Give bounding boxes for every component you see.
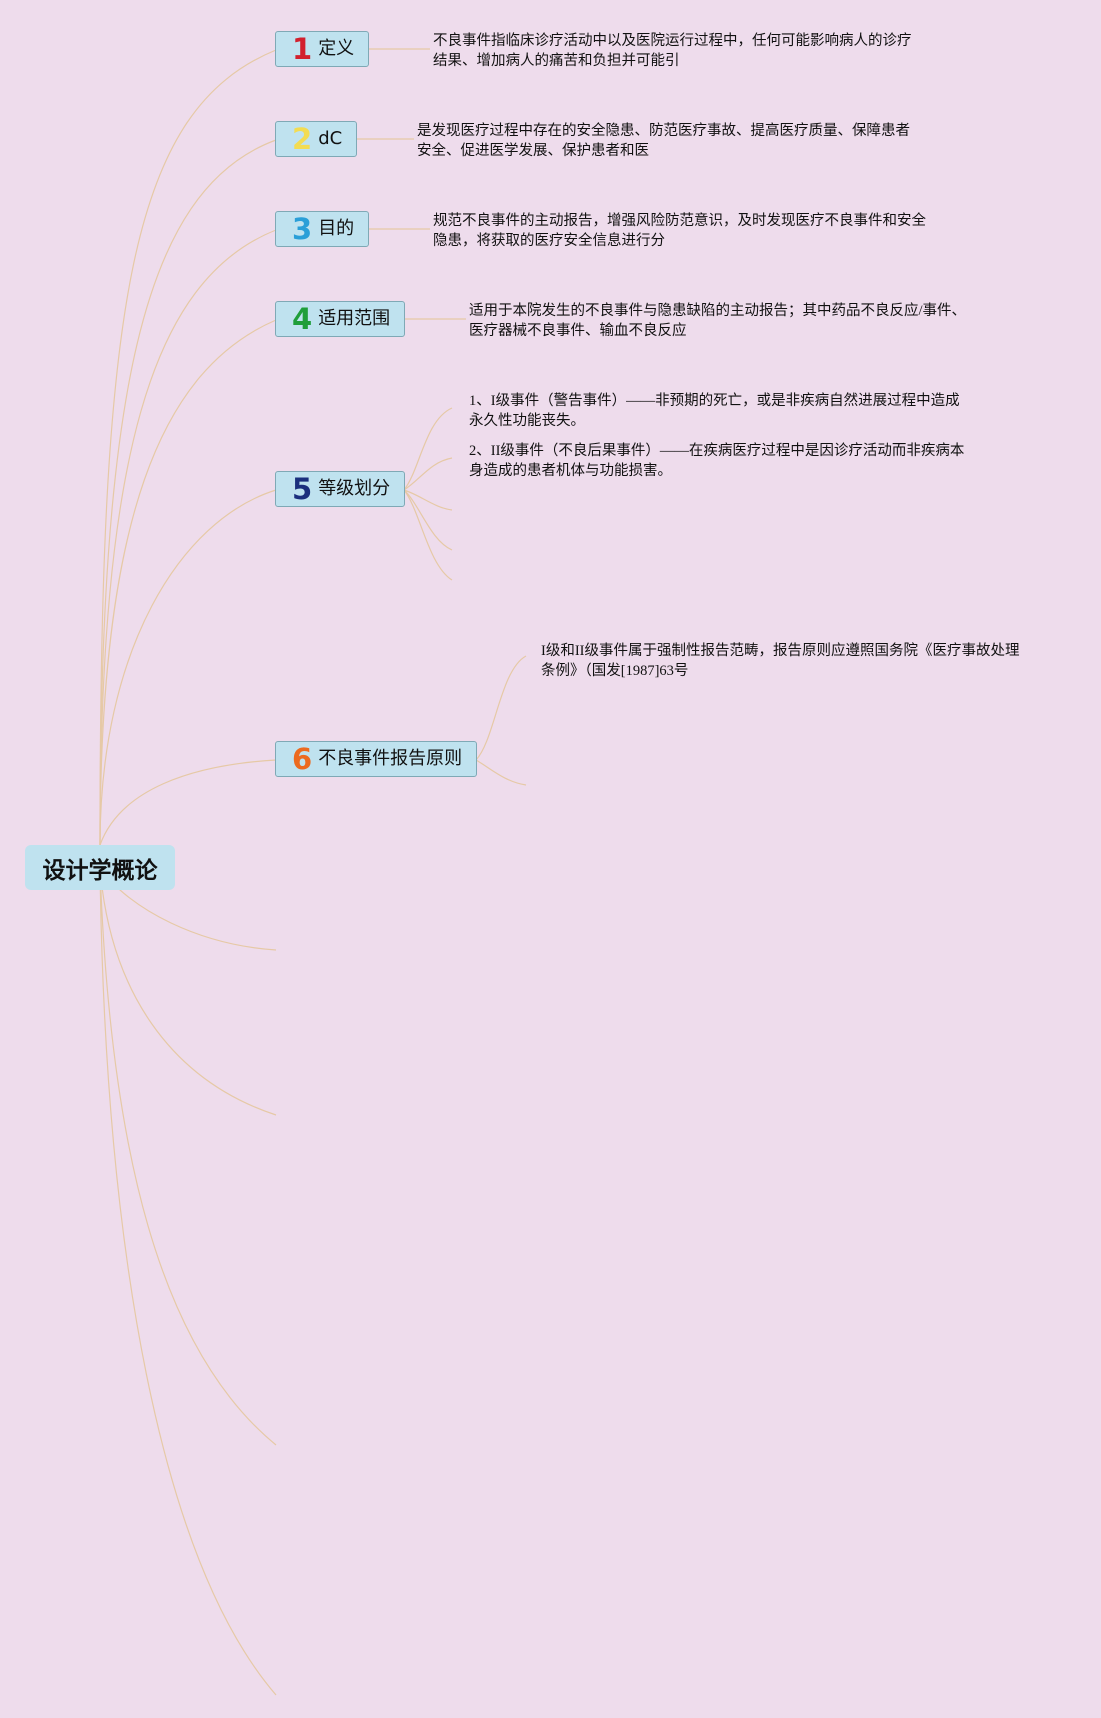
topic-node-scope[interactable]: 4 适用范围 [275,301,406,337]
topic-label-scope: 适用范围 [318,308,391,329]
topic-label-purpose: 目的 [318,218,355,239]
topic-node-reporting-principle[interactable]: 6 不良事件报告原则 [275,741,478,777]
leaf-reporting-principle[interactable]: I级和II级事件属于强制性报告范畴，报告原则应遵照国务院《医疗事故处理条例》（国… [541,643,1020,679]
leaf-purpose[interactable]: 规范不良事件的主动报告，增强风险防范意识，及时发现医疗不良事件和安全隐患，将获取… [433,213,926,249]
leaf-dc[interactable]: 是发现医疗过程中存在的安全隐患、防范医疗事故、提高医疗质量、保障患者安全、促进医… [417,123,910,159]
connector-root-topic-4 [99,319,277,846]
number-6-icon: 6 [292,741,313,776]
connector-root-topic-2 [99,139,277,846]
connector-root-topic-1 [99,49,277,846]
connector-root-topic-5 [99,489,277,846]
root-title: 设计学概论 [42,857,158,884]
connector-root-empty-3 [99,867,277,1446]
connector-root-empty-2 [99,867,277,1116]
connector-topic-5-empty-2 [403,489,453,551]
topic-label-definition: 定义 [318,38,355,59]
number-2-icon: 2 [292,121,313,156]
connector-topic-5-leaf-2 [403,457,453,491]
leaf-definition[interactable]: 不良事件指临床诊疗活动中以及医院运行过程中，任何可能影响病人的诊疗结果、增加病人… [433,33,912,69]
root-node[interactable]: 设计学概论 [25,845,175,890]
topic-label-reporting-principle: 不良事件报告原则 [318,748,463,769]
number-3-icon: 3 [292,211,313,246]
topic-node-grading[interactable]: 5 等级划分 [275,471,406,507]
connector-root-topic-3 [99,229,277,846]
topic-node-purpose[interactable]: 3 目的 [275,211,370,247]
connector-topic-6-empty [475,759,527,786]
connector-topic-6-leaf [475,655,527,761]
connector-topic-5-leaf-1 [403,407,453,491]
connector-root-topic-6 [99,759,277,846]
connector-topic-5-empty-1 [403,489,453,511]
topic-node-dc[interactable]: 2 dC [275,121,358,157]
leaf-grade-1[interactable]: 1、I级事件（警告事件）——非预期的死亡，或是非疾病自然进展过程中造成永久性功能… [469,393,960,429]
number-1-icon: 1 [292,31,313,66]
number-5-icon: 5 [292,471,313,506]
leaf-scope[interactable]: 适用于本院发生的不良事件与隐患缺陷的主动报告；其中药品不良反应/事件、医疗器械不… [469,303,967,339]
topic-label-grading: 等级划分 [318,478,391,499]
leaf-grade-2[interactable]: 2、II级事件（不良后果事件）——在疾病医疗过程中是因诊疗活动而非疾病本身造成的… [469,443,965,479]
connector-root-empty-4 [99,867,277,1696]
connector-topic-5-empty-3 [403,489,453,581]
topic-label-dc: dC [318,128,343,149]
topic-node-definition[interactable]: 1 定义 [275,31,370,67]
number-4-icon: 4 [292,301,313,336]
